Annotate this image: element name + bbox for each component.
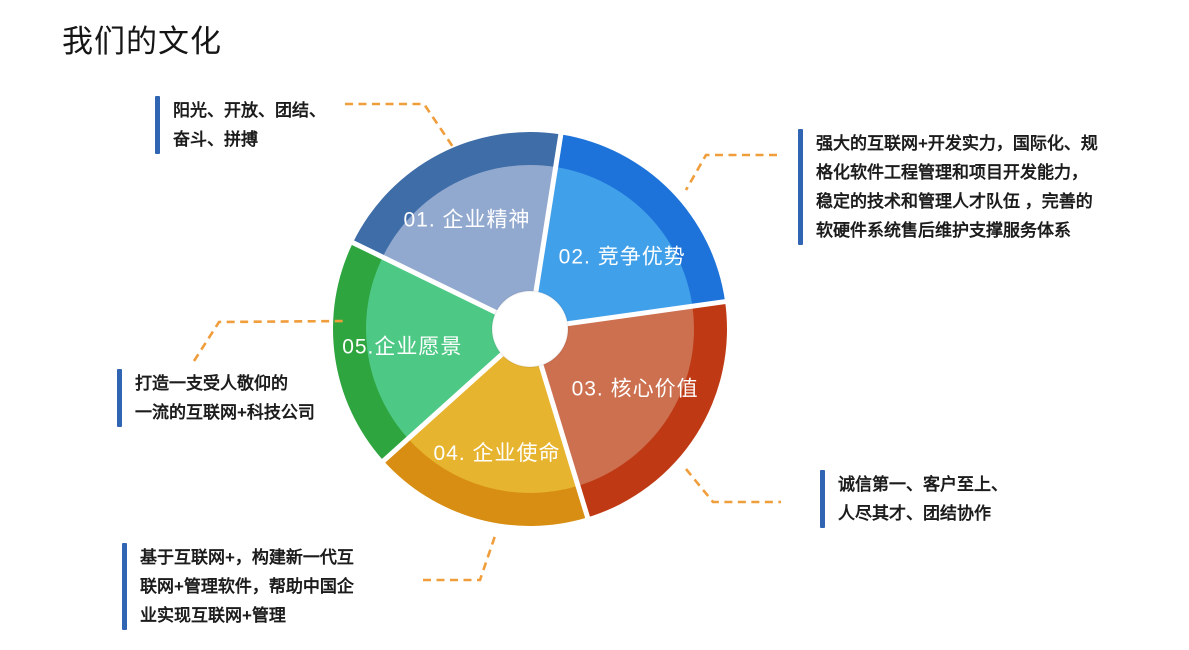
slice-separator <box>536 356 591 521</box>
connector-lines <box>192 102 781 582</box>
callout-text: 强大的互联网+开发实力，国际化、规格化软件工程管理和项目开发能力， 稳定的技术和管… <box>816 129 1098 245</box>
callout-accent-bar <box>820 470 825 528</box>
callout-enterprise-vision: 打造一支受人敬仰的一流的互联网+科技公司 <box>117 369 315 427</box>
callout-competitive-advantage: 强大的互联网+开发实力，国际化、规格化软件工程管理和项目开发能力， 稳定的技术和管… <box>798 129 1098 245</box>
callout-text-line: 格化软件工程管理和项目开发能力， <box>816 163 1088 182</box>
slice-separator <box>532 131 564 300</box>
callout-connector <box>192 319 349 362</box>
callout-text-line: 人尽其才、团结协作 <box>838 504 991 523</box>
callout-connector <box>423 535 497 582</box>
callout-connector <box>684 153 777 191</box>
callout-core-values: 诚信第一、客户至上、人尽其才、团结协作 <box>820 470 1008 528</box>
slice-labels: 01. 企业精神 02. 竞争优势 03. 核心价值 04. 企业使命 05.企业愿景 <box>342 208 699 465</box>
callout-enterprise-spirit: 阳光、开放、团结、奋斗、拼搏 <box>155 96 326 154</box>
pie-slice-05 <box>366 257 530 439</box>
callout-text-line: 基于互联网+，构建新一代互 <box>140 548 354 567</box>
pie-slice-02-label: 02. 竞争优势 <box>559 246 686 269</box>
callout-accent-bar <box>798 129 803 245</box>
callout-connector <box>684 468 781 504</box>
pie-slice-04-label: 04. 企业使命 <box>433 442 560 465</box>
callout-text-line: 联网+管理软件，帮助中国企 <box>140 577 354 596</box>
callout-text-line: 打造一支受人敬仰的 <box>135 374 288 393</box>
callout-text-line: 业实现互联网+管理 <box>140 606 286 625</box>
slice-separator <box>379 347 510 465</box>
callout-text: 打造一支受人敬仰的一流的互联网+科技公司 <box>135 369 315 427</box>
callout-accent-bar <box>117 369 122 427</box>
callout-text-line: 软硬件系统售后维护支撑服务体系 <box>816 221 1071 240</box>
pie-slice-02 <box>530 167 693 329</box>
pie-slice-05-label: 05.企业愿景 <box>342 336 462 359</box>
pie-slice-03-label: 03. 核心价值 <box>572 378 699 401</box>
callout-accent-bar <box>155 96 160 154</box>
callout-text-line: 一流的互联网+科技公司 <box>135 403 315 422</box>
pie-slice-01 <box>382 165 556 329</box>
page-title: 我们的文化 <box>62 24 222 59</box>
callout-enterprise-mission: 基于互联网+，构建新一代互联网+管理软件，帮助中国企业实现互联网+管理 <box>122 543 354 630</box>
slice-separator <box>349 239 505 319</box>
slice-separator <box>559 298 729 328</box>
callout-text-line: 奋斗、拼搏 <box>173 130 258 149</box>
callout-accent-bar <box>122 543 127 630</box>
callout-text-line: 强大的互联网+开发实力，国际化、规 <box>816 134 1098 153</box>
callout-text-line: 诚信第一、客户至上、 <box>838 475 1008 494</box>
callout-text: 诚信第一、客户至上、人尽其才、团结协作 <box>838 470 1008 528</box>
pie-slice-03 <box>530 306 694 486</box>
wheel-hub <box>491 290 569 368</box>
callout-text: 阳光、开放、团结、奋斗、拼搏 <box>173 96 326 154</box>
pie-slice-04 <box>408 329 578 493</box>
pie-slice-01-label: 01. 企业精神 <box>403 208 530 231</box>
callout-connector <box>345 102 455 148</box>
callout-text-line: 阳光、开放、团结、 <box>173 101 326 120</box>
pie-chart <box>333 131 729 526</box>
callout-text-line: 稳定的技术和管理人才队伍 ，完善的 <box>816 192 1093 211</box>
callout-text: 基于互联网+，构建新一代互联网+管理软件，帮助中国企业实现互联网+管理 <box>140 543 354 630</box>
